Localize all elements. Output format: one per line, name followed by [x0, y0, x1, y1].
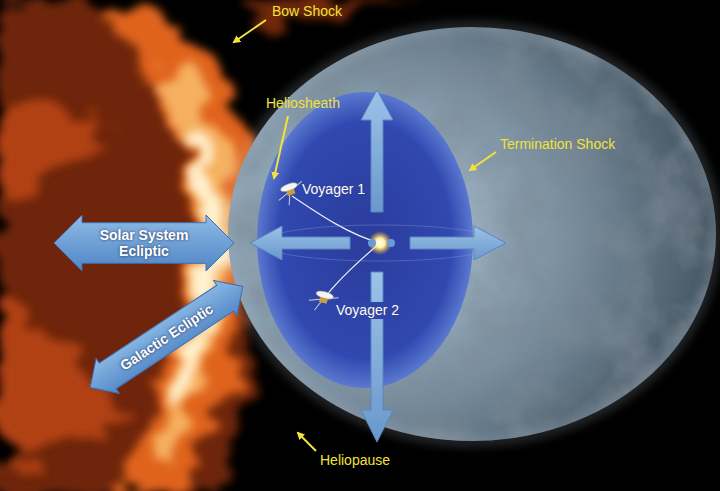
- ecliptic-double-arrow: Galactic Ecliptic: [77, 268, 256, 407]
- node-text-group: Solar System Ecliptic: [86, 227, 202, 259]
- heliosheath-region: [228, 27, 716, 441]
- double-arrow-outline: [54, 215, 234, 271]
- heliosheath-label: Heliosheath: [266, 95, 340, 112]
- leader-arrows: [234, 20, 496, 451]
- direction-arrows: [250, 90, 506, 442]
- termination-shock-label: Termination Shock: [500, 136, 615, 153]
- node-text-group: Galactic Ecliptic: [117, 300, 216, 373]
- planet: [368, 239, 376, 247]
- planet: [387, 239, 395, 247]
- spacecraft-label: Voyager 1: [302, 181, 365, 198]
- voyager-trajectory: [292, 196, 380, 243]
- heliopause-label: Heliopause: [320, 452, 390, 469]
- double-arrow-outline: [79, 269, 255, 405]
- ecliptic-label: Solar System Ecliptic: [86, 227, 202, 259]
- heliopause-edge: [228, 27, 716, 441]
- spacecraft-label: Voyager 2: [334, 302, 401, 319]
- bow-shock-label: Bow Shock: [272, 3, 342, 20]
- ecliptic-double-arrow: Solar System Ecliptic: [53, 214, 235, 272]
- ecliptic-label: Galactic Ecliptic: [117, 300, 216, 373]
